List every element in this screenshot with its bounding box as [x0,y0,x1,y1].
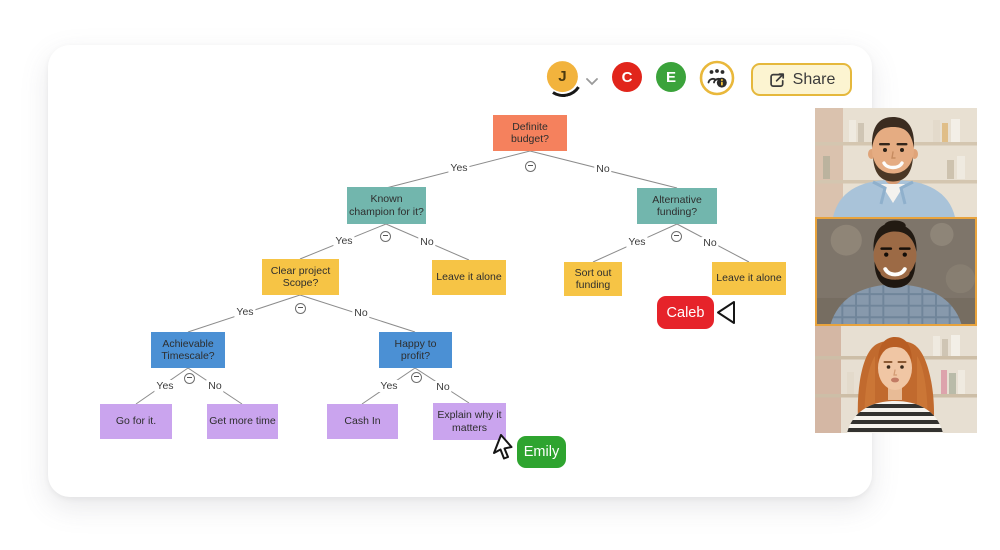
avatar-c[interactable]: C [612,62,642,92]
node-sort-out-funding[interactable]: Sort out funding [564,262,622,296]
facilitation-tools-icon[interactable] [699,60,735,101]
avatar-e[interactable]: E [656,62,686,92]
cursor-caleb: Caleb [657,296,739,330]
branch-label-yes: Yes [154,380,176,392]
node-alternative-funding[interactable]: Alternative funding? [637,188,717,224]
node-happy-to-profit[interactable]: Happy to profit? [379,332,452,368]
node-go-for-it[interactable]: Go for it. [100,404,172,439]
branch-label-no: No [206,380,224,392]
share-icon [768,71,786,89]
node-leave-it-alone-left[interactable]: Leave it alone [432,260,506,295]
branch-label-yes: Yes [234,306,256,318]
cursor-pointer-icon [492,434,517,467]
participant-1-illustration [815,108,977,217]
branch-label-no: No [418,236,436,248]
avatar-j[interactable]: J [546,61,578,93]
collapse-icon[interactable] [410,371,422,383]
node-cash-in[interactable]: Cash In [327,404,398,439]
node-definite-budget[interactable]: Definite budget? [493,115,567,151]
node-leave-it-alone-right[interactable]: Leave it alone [712,262,786,295]
share-button-label: Share [792,70,836,88]
video-participant-1[interactable] [815,108,977,217]
video-participant-2-active[interactable] [815,217,977,326]
branch-label-yes: Yes [333,235,355,247]
collapse-icon[interactable] [294,302,306,314]
cursor-label-caleb: Caleb [657,296,714,329]
cursor-pointer-icon [714,300,737,330]
chevron-down-icon[interactable] [586,73,598,91]
cursor-label-emily: Emily [517,436,566,468]
branch-label-no: No [434,381,452,393]
branch-label-yes: Yes [378,380,400,392]
collapse-icon[interactable] [183,372,195,384]
node-clear-project-scope[interactable]: Clear project Scope? [262,259,339,295]
branch-label-yes: Yes [626,236,648,248]
collapse-icon[interactable] [670,230,682,242]
share-button[interactable]: Share [751,63,852,96]
branch-label-yes: Yes [448,162,470,174]
node-get-more-time[interactable]: Get more time [207,404,278,439]
node-known-champion[interactable]: Known champion for it? [347,187,426,224]
node-achievable-timescale[interactable]: Achievable Timescale? [151,332,225,368]
participant-3-illustration [815,326,977,433]
branch-label-no: No [352,307,370,319]
branch-label-no: No [701,237,719,249]
participant-2-illustration [817,219,975,324]
collapse-icon[interactable] [379,230,391,242]
branch-label-no: No [594,163,612,175]
video-participant-3[interactable] [815,326,977,433]
collapse-icon[interactable] [524,160,536,172]
cursor-emily: Emily [492,434,568,470]
node-explain-why-it-matters[interactable]: Explain why it matters [433,403,506,440]
